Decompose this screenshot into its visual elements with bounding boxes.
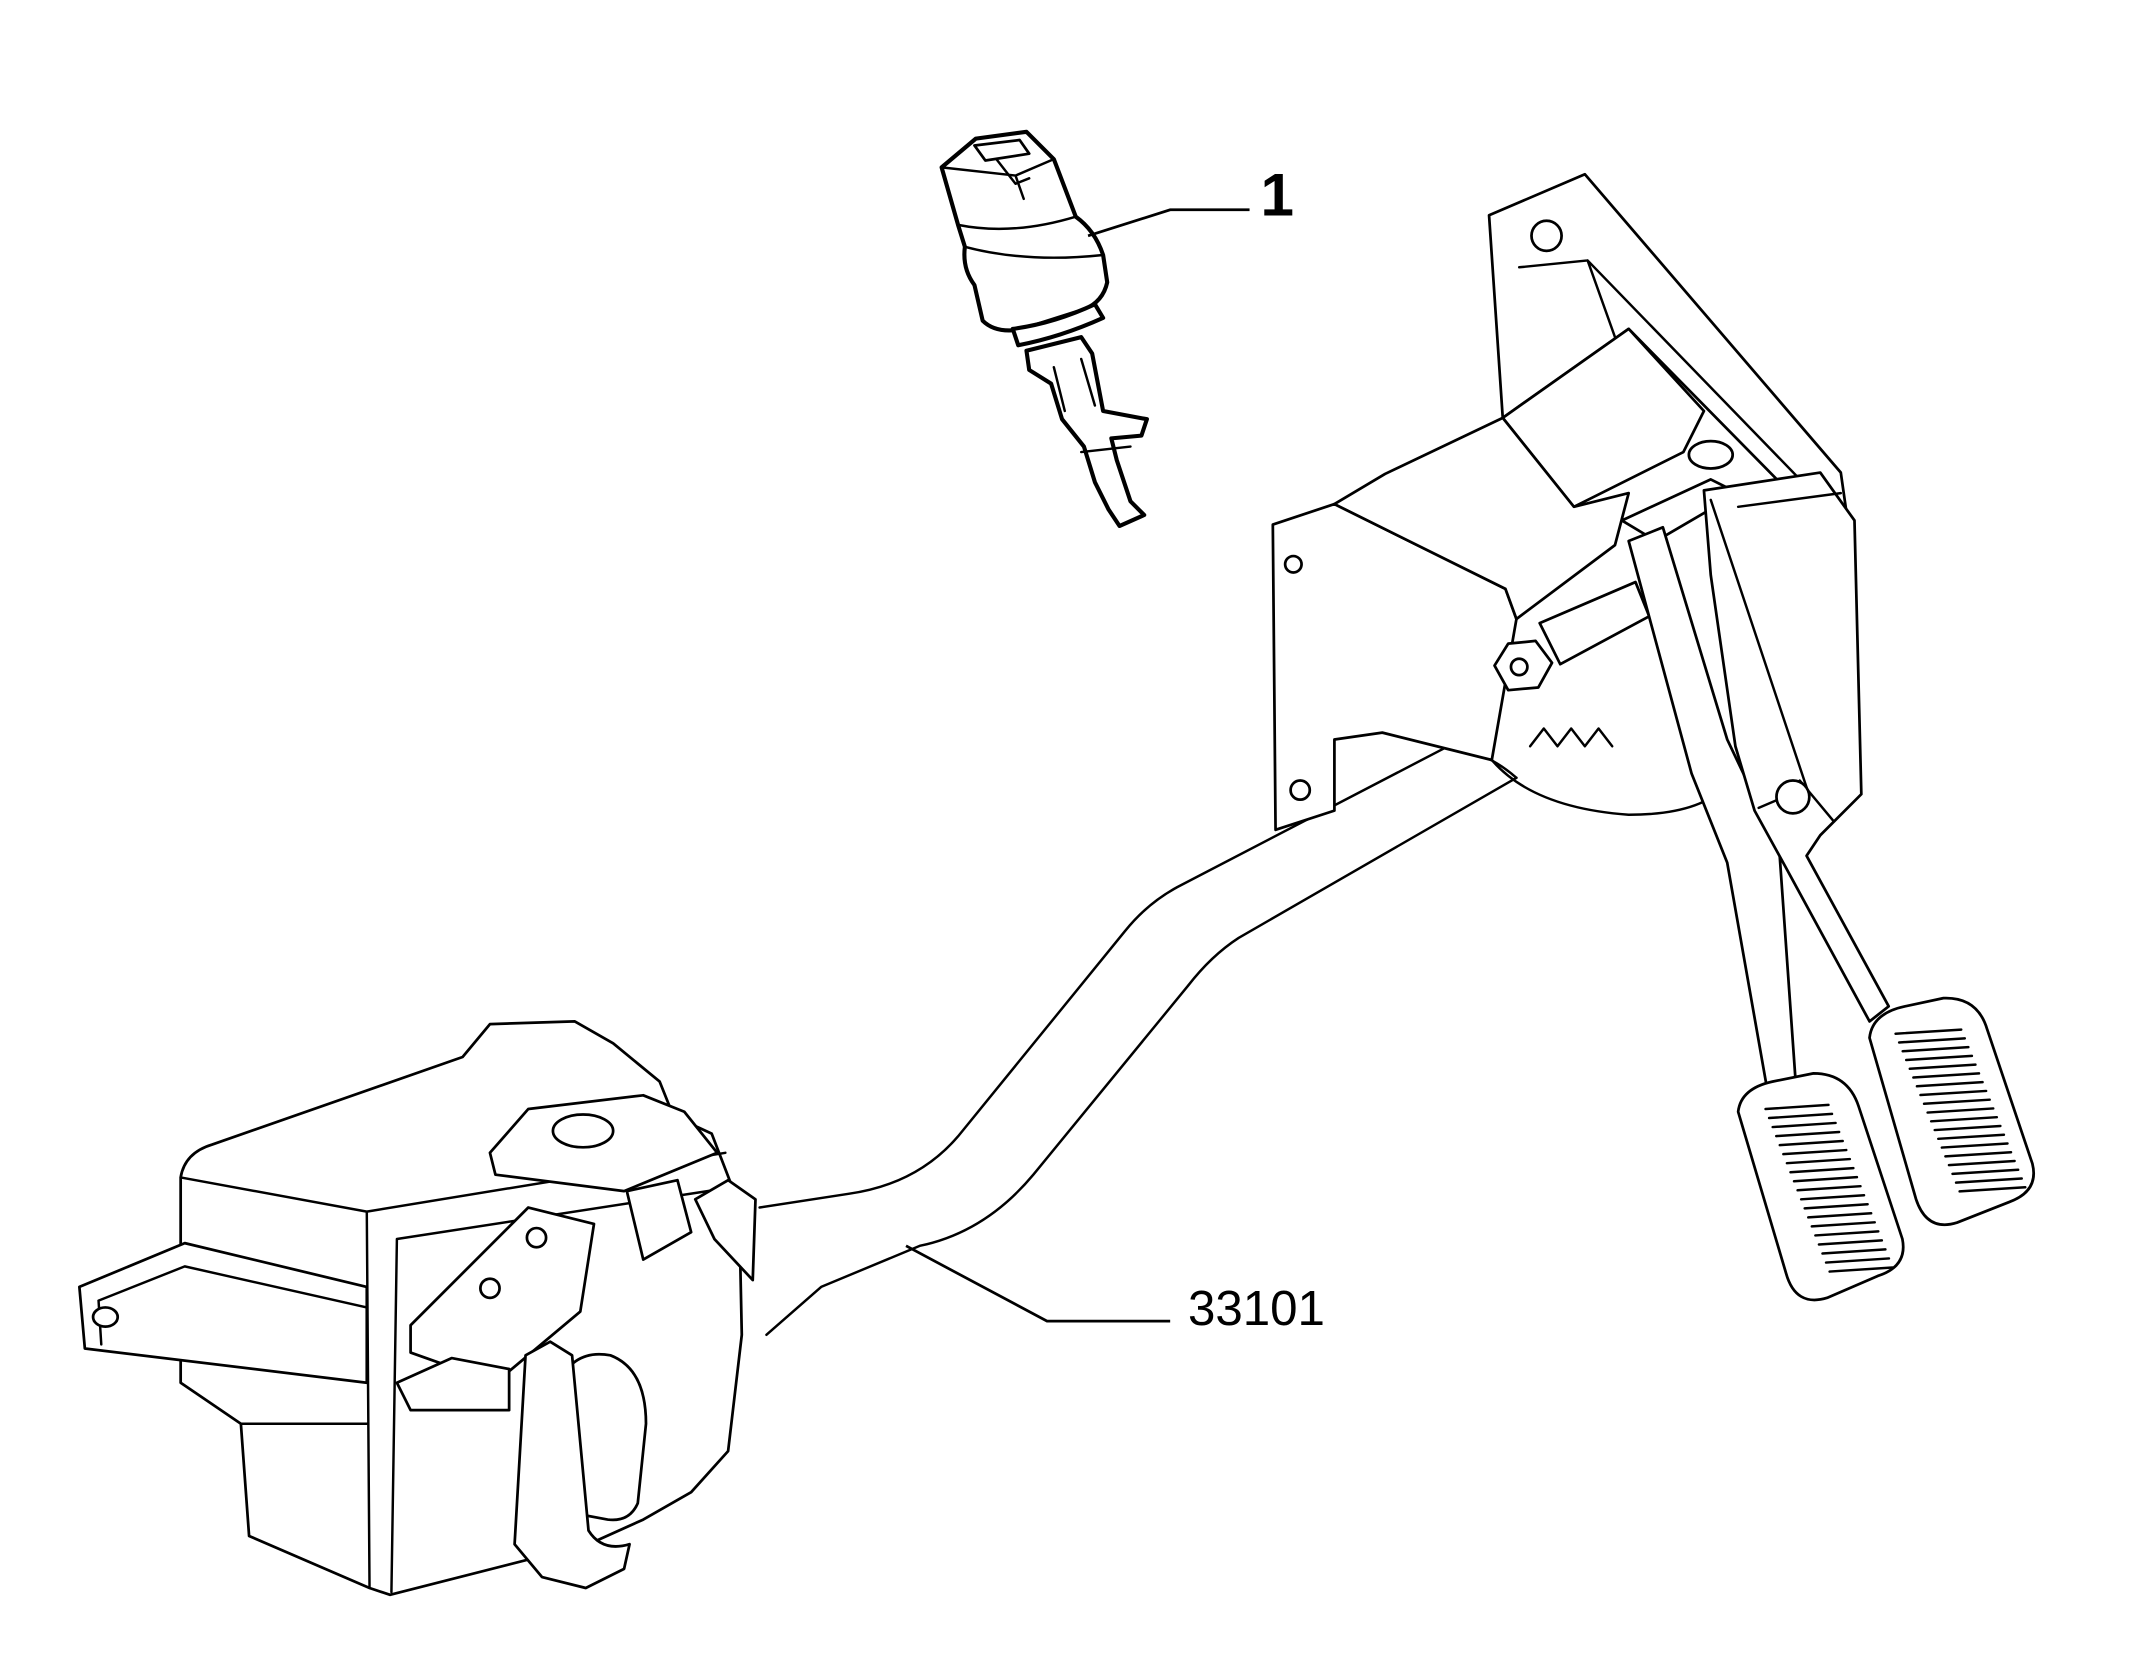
callout-1-leader: [1087, 208, 1250, 238]
side-arm-hole: [91, 1306, 120, 1328]
mounting-hole-bottom: [1289, 779, 1312, 802]
callout-part-1: 1: [1087, 160, 1294, 238]
bent-lever: [513, 1340, 631, 1590]
switch-connector-edges: [940, 157, 1105, 259]
crossbar-lower-edge: [765, 776, 1518, 1337]
crossbar-tube: [758, 745, 1518, 1337]
clutch-pedal-arm: [1702, 471, 1891, 1023]
switch-plunger-stem: [1024, 335, 1149, 529]
switch-connector-latch: [995, 157, 1031, 186]
gusset-hole: [1530, 219, 1563, 253]
housing-top: [1333, 416, 1631, 621]
mounting-hole-top: [1283, 554, 1303, 574]
left-support-box: [78, 1020, 757, 1597]
callout-33101-leader: [905, 1244, 1171, 1323]
switch-collar: [1010, 302, 1106, 348]
clutch-pedal-pad-ribs: [1894, 1028, 2027, 1193]
lever-plate-rivet-top: [525, 1226, 548, 1249]
switch-connector-socket: [973, 138, 1031, 162]
pedal-pads: [1736, 996, 2035, 1302]
switch-stem-detail: [1052, 357, 1132, 454]
pedal-box-bracket: [1271, 172, 1891, 1097]
crossbar-upper-edge: [758, 745, 1450, 1209]
pivot-bolt: [1509, 657, 1529, 677]
top-bracket-hole: [551, 1113, 615, 1149]
brake-pedal-pad-ribs: [1764, 1103, 1894, 1273]
part-1-switch: [939, 129, 1149, 529]
lever-plate: [409, 1206, 596, 1385]
lever-plate-rivet-bottom: [479, 1277, 501, 1300]
callout-1-label: 1: [1261, 160, 1294, 228]
brake-pedal-pad: [1736, 1072, 1905, 1302]
support-box-clip-right: [693, 1178, 757, 1282]
return-spring: [1528, 727, 1614, 748]
callout-33101-label: 33101: [1188, 1281, 1325, 1336]
callout-part-33101: 33101: [905, 1244, 1325, 1336]
lower-plate: [395, 1356, 511, 1412]
switch-connector-housing: [939, 129, 1110, 333]
shelf-hole: [1687, 439, 1735, 470]
support-box-side-arm: [78, 1241, 369, 1385]
pivot-shaft: [1538, 580, 1651, 666]
clutch-pivot-pin: [1775, 779, 1811, 815]
support-box-clip-left: [625, 1178, 693, 1261]
